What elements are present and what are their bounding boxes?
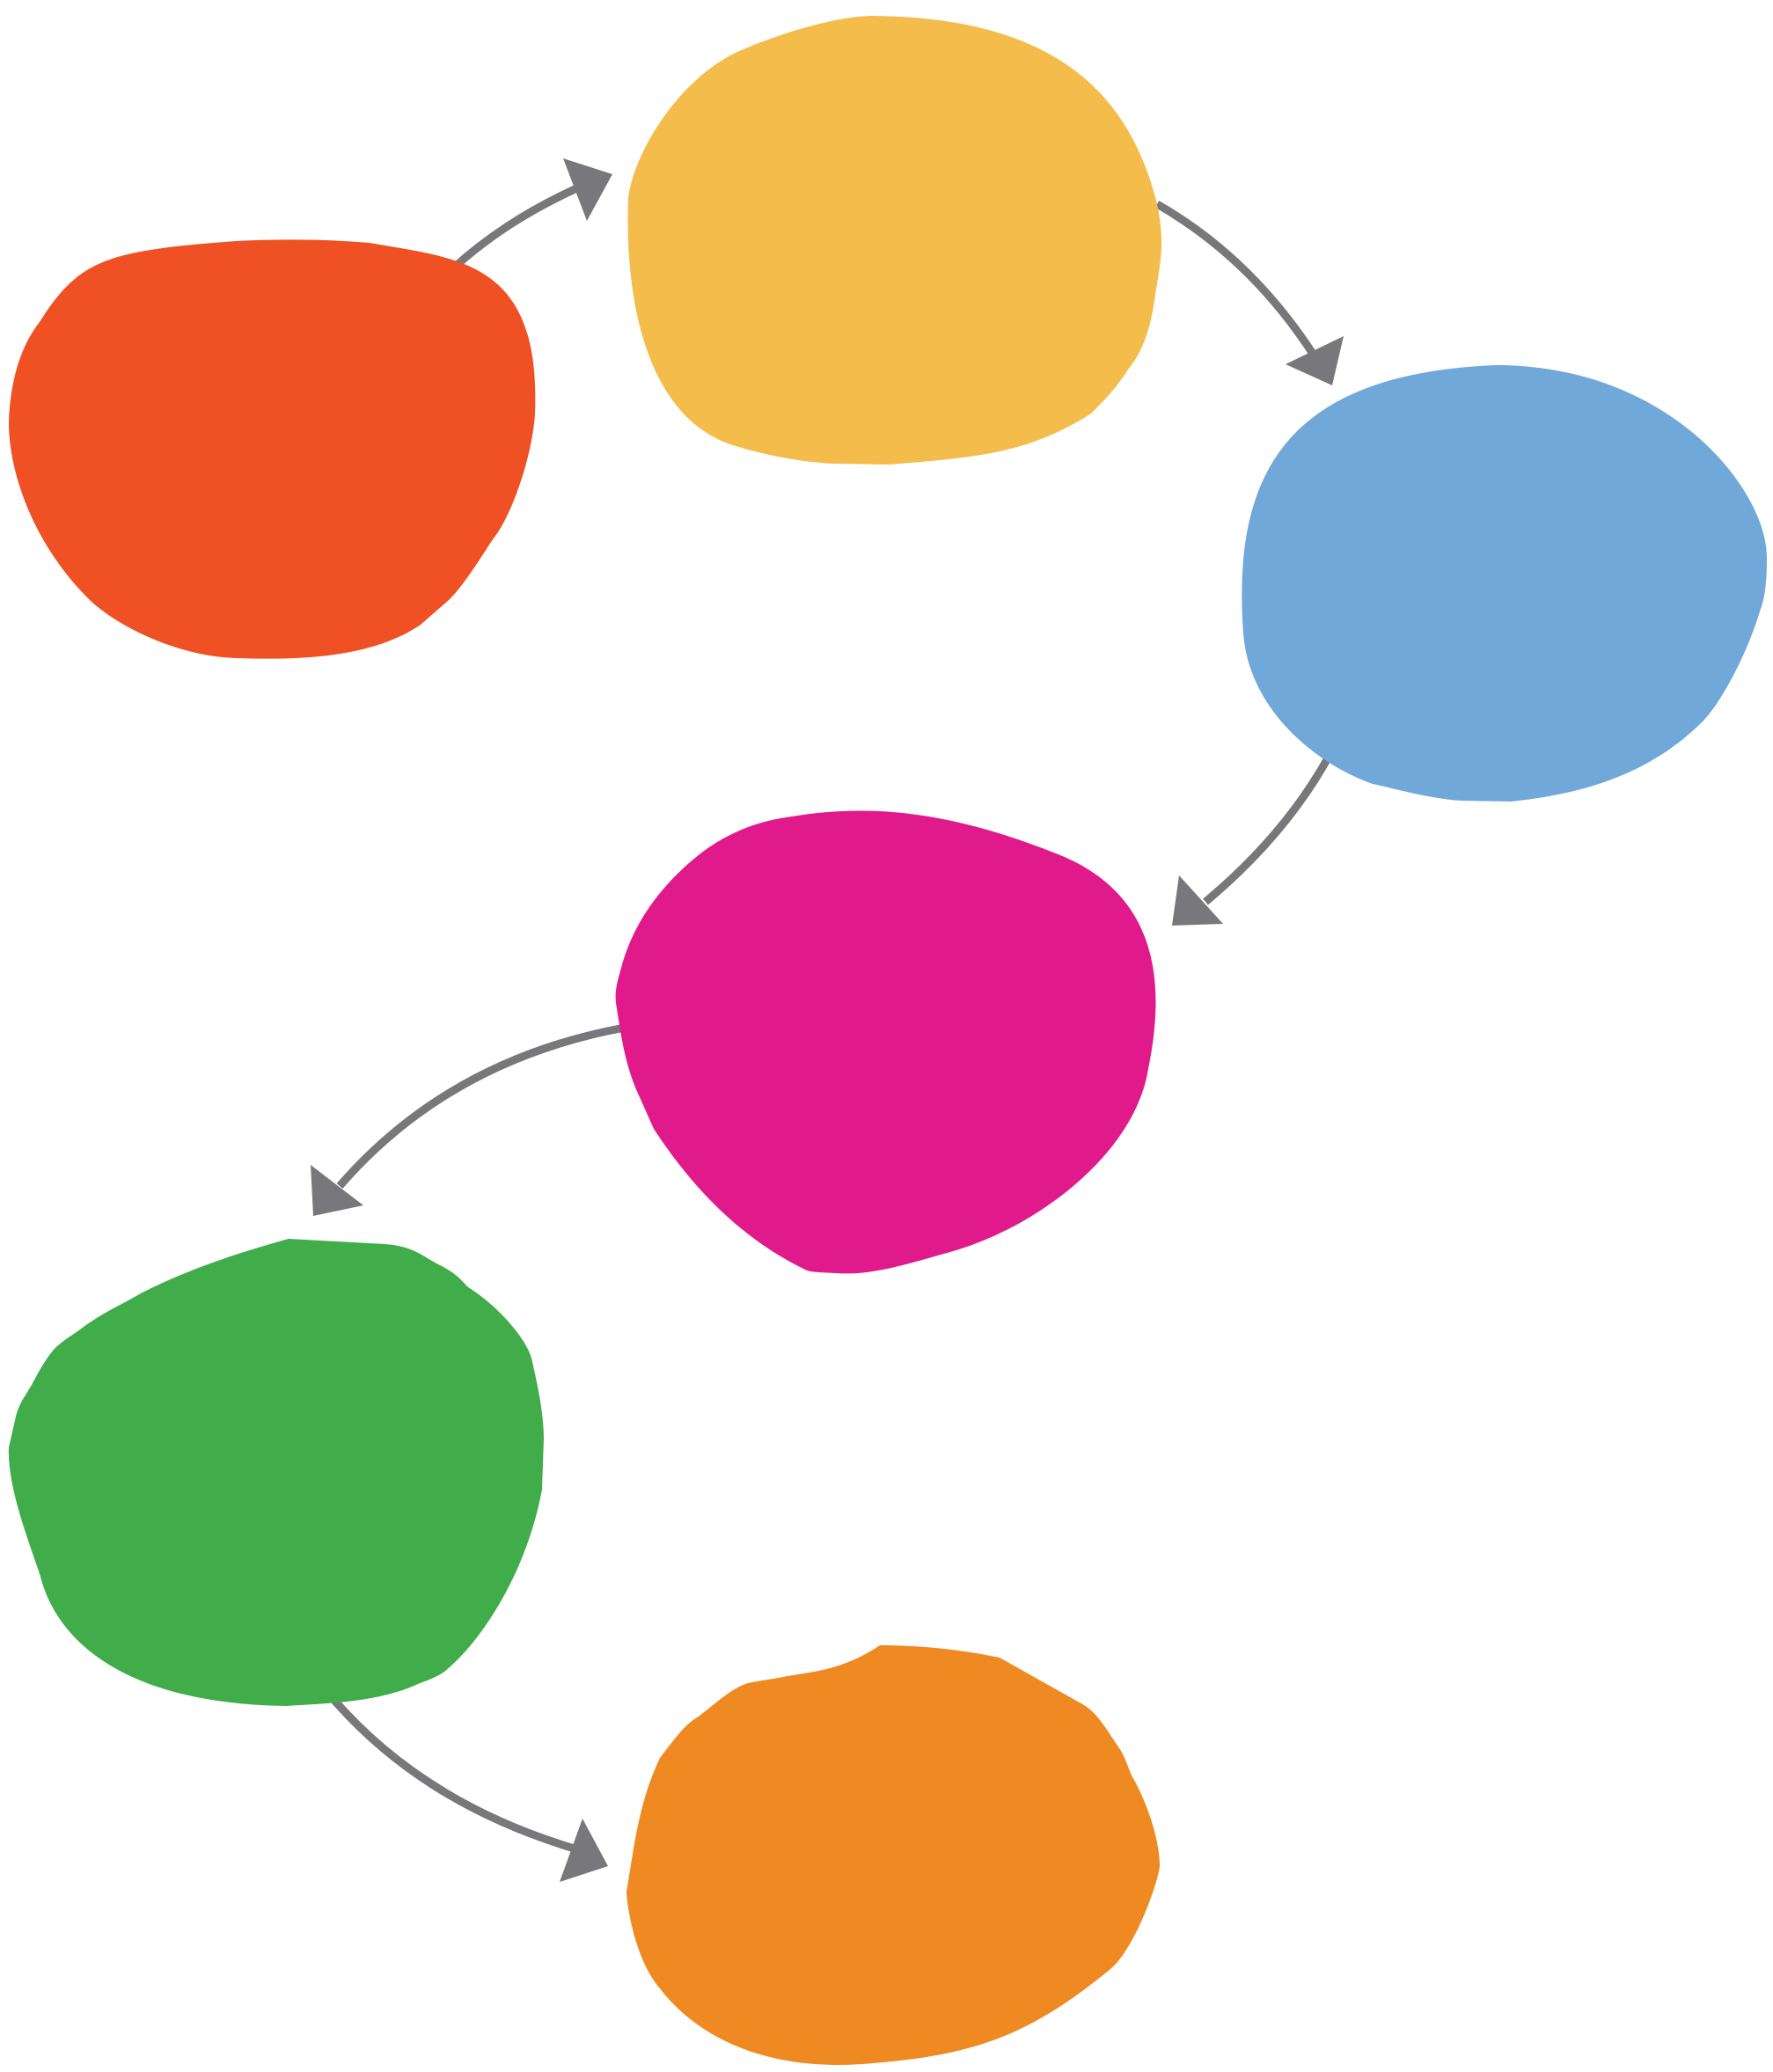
arrow-line (450, 182, 582, 272)
arrow-green-to-orange (327, 1694, 608, 1882)
green-blob (8, 1239, 544, 1706)
magenta-blob (615, 810, 1156, 1274)
arrowhead-icon (311, 1165, 363, 1216)
arrowhead-icon (1286, 336, 1344, 385)
arrow-red-to-yellow (450, 158, 612, 272)
arrowhead-icon (560, 1819, 608, 1882)
arrow-line (1154, 201, 1316, 356)
red-blob (9, 239, 536, 659)
arrow-yellow-to-blue (1154, 201, 1344, 385)
arrow-line (327, 1694, 579, 1854)
orange-blob (626, 1645, 1160, 2065)
arrow-magenta-to-green (311, 1023, 626, 1216)
arrowhead-icon (563, 158, 612, 221)
nodes (8, 16, 1768, 2065)
arrowhead-icon (1172, 875, 1223, 926)
arrow-blue-to-magenta (1172, 754, 1332, 926)
yellow-blob (627, 16, 1162, 465)
arrow-line (336, 1023, 626, 1189)
arrow-line (1203, 754, 1332, 905)
blue-blob (1242, 365, 1768, 802)
connectors (311, 158, 1344, 1882)
